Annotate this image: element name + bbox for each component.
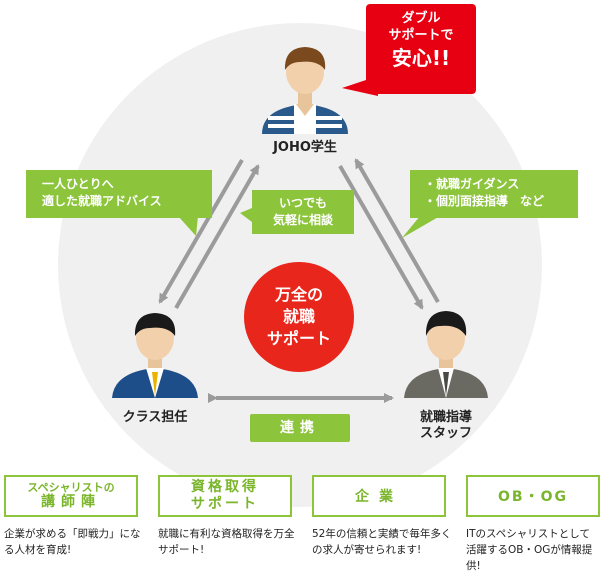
desc-instructors: 企業が求める「即戦力」になる人材を育成! [4, 528, 141, 556]
note-guidance: ・就職ガイダンス ・個別面接指導 など [410, 170, 578, 218]
arrow-teacher-to-student [174, 164, 260, 310]
card-certification-line2: サポート [191, 496, 259, 512]
note-right-tail [402, 216, 440, 238]
center-line2: 就職 [282, 307, 315, 326]
student-icon [262, 47, 348, 134]
card-instructors: スペシャリストの 講師陣 [4, 475, 138, 517]
center-support-circle: 万全の 就職 サポート [244, 262, 354, 372]
note-guidance-line1: ・就職ガイダンス [424, 177, 520, 191]
callout-line1: ダブル [401, 11, 441, 26]
callout-line2: サポートで [388, 28, 454, 43]
note-left-tail [178, 216, 198, 236]
student-label: JOHO学生 [273, 140, 337, 155]
arrow-staff-to-student [354, 158, 440, 304]
card-instructors-line2: 講師陣 [41, 494, 101, 510]
arrow-student-to-staff [338, 164, 424, 310]
note-consult: いつでも 気軽に相談 [252, 190, 354, 234]
note-advice-line2: 適した就職アドバイス [42, 194, 162, 208]
double-support-callout: ダブル サポートで 安心!! [366, 4, 476, 94]
staff-label: 就職指導 スタッフ [396, 410, 496, 442]
note-advice-line1: 一人ひとりへ [42, 177, 114, 191]
card-instructors-line1: スペシャリストの [27, 481, 115, 494]
desc-companies: 52年の信頼と実績で毎年多くの求人が寄せられます! [312, 528, 452, 556]
staff-icon [404, 311, 488, 398]
card-certification: 資格取得 サポート [158, 475, 292, 517]
staff-label-line2: スタッフ [419, 426, 472, 441]
arrow-student-to-teacher [158, 158, 244, 304]
card-companies-label: 企業 [355, 489, 403, 505]
note-consult-line1: いつでも [278, 196, 327, 210]
note-center-tail [240, 208, 252, 222]
card-companies: 企業 [312, 475, 446, 517]
desc-certification: 就職に有利な資格取得を万全サポート! [158, 528, 295, 556]
callout-line3: 安心!! [391, 46, 451, 70]
center-line1: 万全の [274, 285, 323, 304]
note-consult-line2: 気軽に相談 [272, 213, 333, 227]
cooperation-label: 連携 [250, 414, 350, 442]
note-guidance-line2: ・個別面接指導 など [424, 194, 545, 208]
center-line3: サポート [266, 329, 331, 348]
desc-obog: ITのスペシャリストとして活躍するOB・OGが情報提供! [466, 528, 593, 572]
staff-label-line1: 就職指導 [419, 410, 472, 425]
note-advice: 一人ひとりへ 適した就職アドバイス [26, 170, 212, 218]
teacher-label: クラス担任 [122, 410, 188, 425]
card-obog-label: OB・OG [498, 489, 568, 505]
teacher-icon [112, 313, 198, 398]
card-obog: OB・OG [466, 475, 600, 517]
card-certification-line1: 資格取得 [191, 479, 259, 495]
